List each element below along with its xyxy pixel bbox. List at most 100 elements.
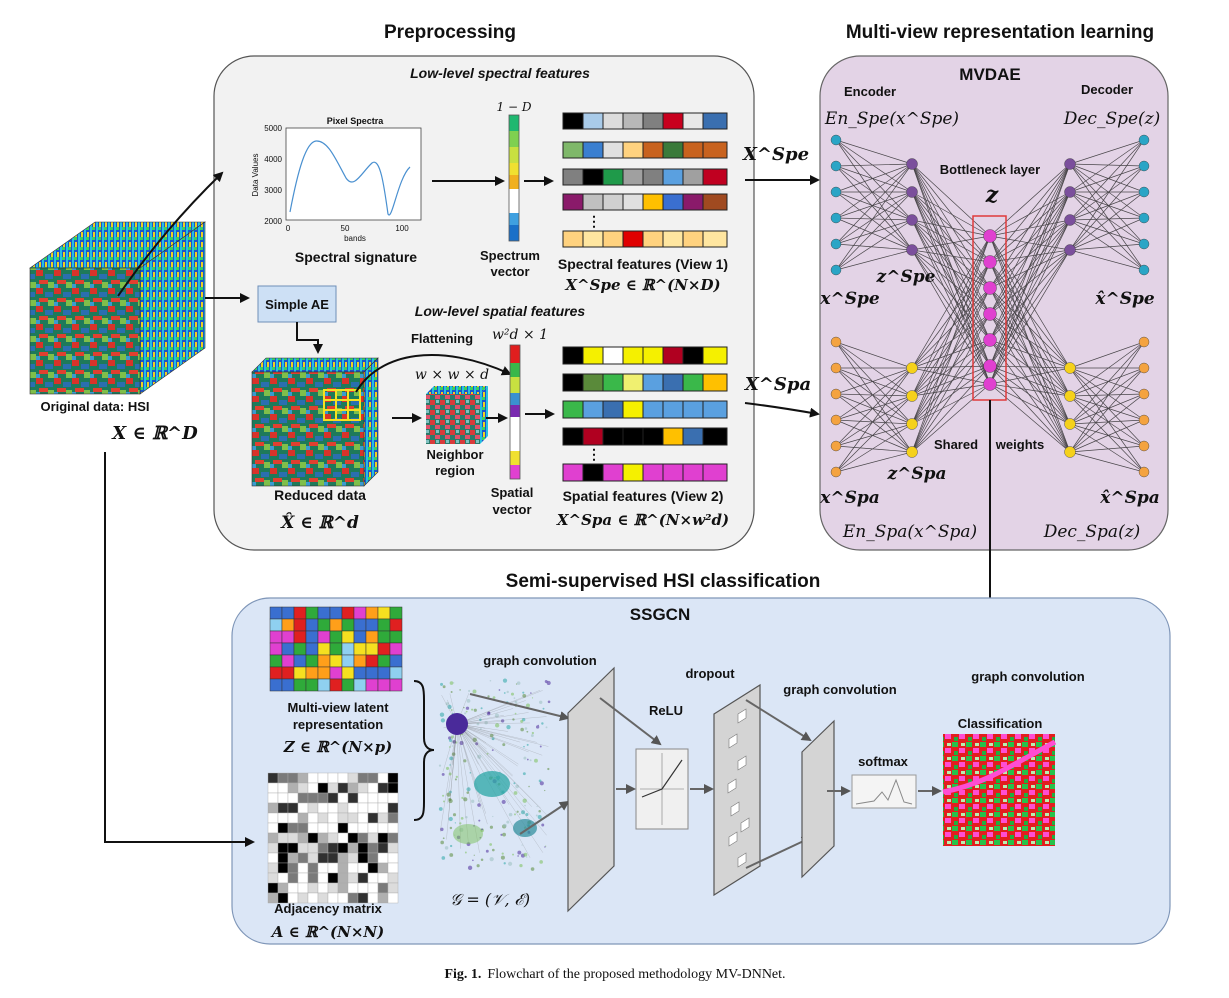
xtick-100: 100 xyxy=(395,224,409,233)
network-edge xyxy=(1069,217,1145,221)
graph-node xyxy=(516,681,521,685)
adjacency-cell xyxy=(297,802,309,814)
arrow-flattening xyxy=(355,354,512,393)
adjacency-cell xyxy=(327,802,339,814)
latent-cell xyxy=(317,606,331,620)
adjacency-cell xyxy=(387,892,399,904)
graph-edge xyxy=(456,723,514,776)
graph-node xyxy=(471,799,475,803)
network-edge xyxy=(835,367,913,397)
graph-node xyxy=(539,745,542,748)
latent-cell xyxy=(365,630,379,644)
encoder-label: Encoder xyxy=(844,84,896,99)
latent-cell xyxy=(269,630,283,644)
adjacency-cell xyxy=(307,862,319,874)
network-node xyxy=(1138,134,1150,146)
graph-node xyxy=(508,812,513,817)
neighborhood-grid xyxy=(323,389,361,421)
graph-node xyxy=(524,804,526,807)
adjacency-label: Adjacency matrix xyxy=(274,901,382,916)
adjacency-cell xyxy=(277,812,289,824)
network-edge xyxy=(911,367,991,385)
gc-layer-2 xyxy=(801,719,835,879)
graph-node xyxy=(525,812,529,817)
graph-node xyxy=(542,707,545,710)
graph-node xyxy=(492,815,494,818)
network-edge xyxy=(1069,191,1145,245)
adjacency-cell xyxy=(267,872,279,884)
network-edge xyxy=(911,219,991,367)
simple-ae-label: Simple AE xyxy=(265,297,329,312)
network-edge xyxy=(835,139,913,251)
graph-node xyxy=(463,797,468,802)
network-edge xyxy=(989,249,1071,341)
adjacency-cell xyxy=(337,882,349,894)
graph-node xyxy=(466,698,471,703)
softmax-label: softmax xyxy=(858,754,909,769)
adjacency-cell xyxy=(347,872,359,884)
network-edge xyxy=(835,139,913,165)
adjacency-cell xyxy=(377,812,389,824)
graph-node xyxy=(502,678,508,683)
latent-cell xyxy=(341,654,355,668)
adjacency-cell xyxy=(367,832,379,844)
graph-node xyxy=(502,743,506,747)
classification-road xyxy=(942,739,1057,795)
network-edge xyxy=(989,313,1071,425)
graph-node xyxy=(531,731,534,735)
network-edge xyxy=(989,313,1071,453)
graph-node xyxy=(489,825,494,829)
adjacency-cell xyxy=(347,832,359,844)
adjacency-cell xyxy=(387,822,399,834)
network-edge xyxy=(835,163,913,245)
graph-node xyxy=(439,712,445,717)
adjacency-cell xyxy=(387,802,399,814)
network-edge xyxy=(989,219,1071,315)
network-edge xyxy=(911,219,991,315)
graph-node xyxy=(448,797,452,801)
graph-conv-2-label: graph convolution xyxy=(783,682,896,697)
network-node xyxy=(1138,414,1150,426)
dropout-label: dropout xyxy=(685,666,735,681)
adjacency-cell xyxy=(387,812,399,824)
adjacency-cell xyxy=(347,882,359,894)
adjacency-cell xyxy=(337,792,349,804)
gc-layer-1 xyxy=(567,666,615,913)
network-edge xyxy=(1069,341,1145,425)
graph-node xyxy=(541,722,544,725)
relu-curve xyxy=(641,759,683,798)
network-edge xyxy=(835,191,913,245)
spe-dots: ⋮ xyxy=(587,213,601,229)
graph-node xyxy=(438,807,443,811)
adjacency-cell xyxy=(357,802,369,814)
network-edge xyxy=(989,383,1071,425)
graph-node xyxy=(538,810,541,813)
caption-fig-label: Fig. 1. xyxy=(444,967,481,982)
latent-cell xyxy=(389,666,403,680)
graph-node xyxy=(513,697,516,699)
adjacency-cell xyxy=(327,872,339,884)
graph-node xyxy=(522,691,525,694)
graph-conv-1-label: graph convolution xyxy=(483,653,596,668)
z-spa-label: z^Spa xyxy=(886,464,946,484)
graph-edge xyxy=(456,723,488,825)
network-edge xyxy=(1069,165,1145,221)
adjacency-cell xyxy=(347,862,359,874)
adjacency-cell xyxy=(287,882,299,894)
network-node xyxy=(983,307,997,321)
network-edge xyxy=(911,261,991,453)
network-edge xyxy=(1069,367,1145,447)
adjacency-cell xyxy=(387,782,399,794)
adjacency-cell xyxy=(377,822,389,834)
graph-node xyxy=(513,791,518,795)
adjacency-cell xyxy=(367,812,379,824)
graph-node xyxy=(471,708,474,711)
graph-node xyxy=(440,840,444,845)
adjacency-cell xyxy=(357,882,369,894)
adjacency-cell xyxy=(317,772,329,784)
graph-node xyxy=(466,791,470,794)
graph-node xyxy=(522,798,527,803)
adjacency-cell xyxy=(277,852,289,864)
network-edge xyxy=(989,287,1071,425)
graph-node xyxy=(529,759,532,762)
